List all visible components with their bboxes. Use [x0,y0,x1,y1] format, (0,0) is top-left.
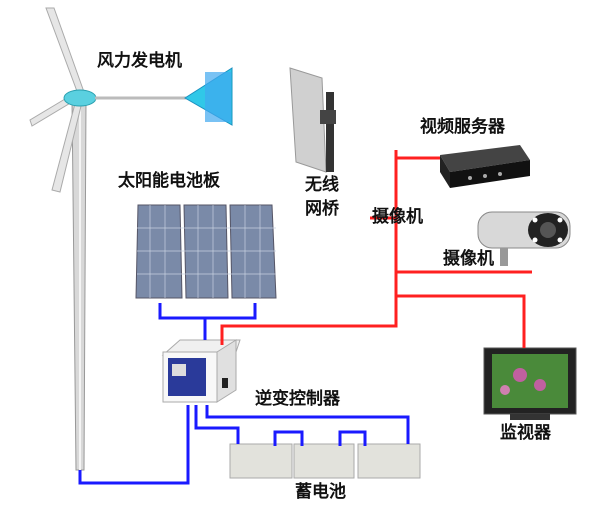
camera-label-2: 摄像机 [443,249,494,269]
video-server-icon [440,145,530,188]
wireless-bridge-label-2: 网桥 [305,199,339,219]
battery-label: 蓄电池 [295,482,346,502]
video-server-label: 视频服务器 [420,117,505,137]
wireless-bridge-label-1: 无线 [305,175,339,195]
camera-icon [477,211,571,266]
inverter-controller-label: 逆变控制器 [255,389,340,409]
inverter-controller-icon [161,339,241,403]
monitor-icon [483,347,577,420]
wind-turbine-icon [29,7,233,471]
monitor-label: 监视器 [500,423,551,443]
battery-icon [229,443,421,479]
wind-turbine-label: 风力发电机 [97,51,182,71]
solar-panel-icon [135,204,277,299]
signal-wiring [220,150,532,348]
dc-wiring [78,303,410,485]
solar-panel-label: 太阳能电池板 [118,171,220,191]
camera-label-1: 摄像机 [372,207,423,227]
wireless-bridge-icon [289,67,336,173]
